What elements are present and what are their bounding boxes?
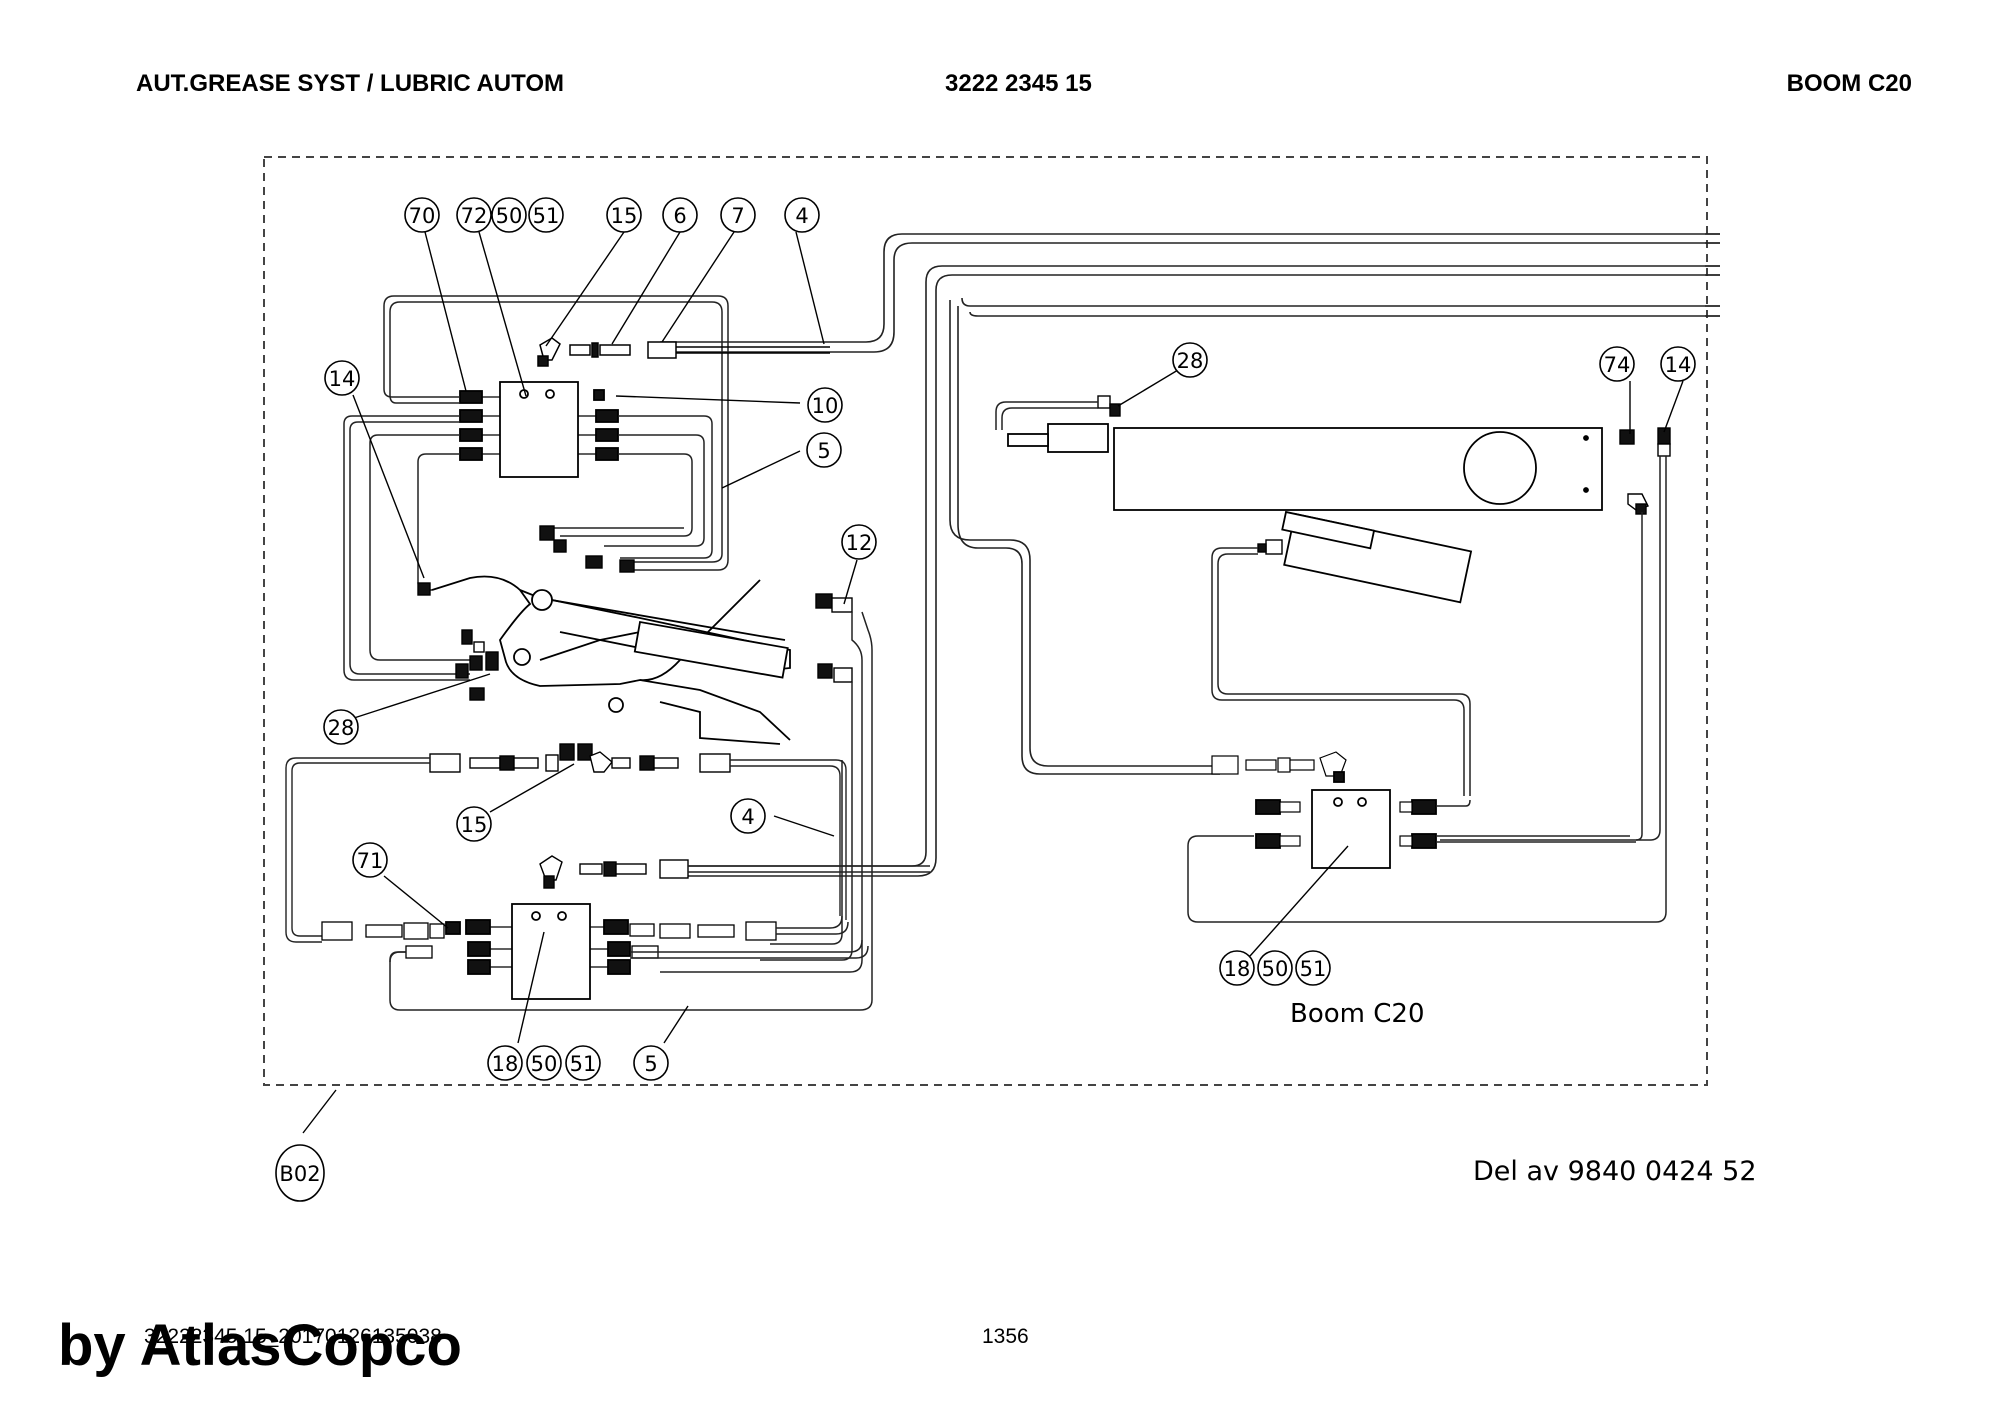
callout-14-left-label: 14 bbox=[329, 367, 356, 391]
callout-28-left-label: 28 bbox=[328, 716, 355, 740]
callout-71 bbox=[352, 842, 388, 878]
callout-70-label: 70 bbox=[409, 204, 436, 228]
document-code: 32222345 15_20170126135038 bbox=[144, 1325, 442, 1348]
callout-51-right-label: 51 bbox=[1300, 957, 1327, 981]
boom-beam bbox=[1007, 423, 1603, 604]
callout-14-right-label: 14 bbox=[1665, 353, 1692, 377]
callout-18-right-label: 18 bbox=[1224, 957, 1251, 981]
callout-5-top bbox=[806, 432, 842, 468]
callout-7 bbox=[720, 197, 756, 233]
callout-71-label: 71 bbox=[357, 849, 384, 873]
callout-10 bbox=[807, 387, 843, 423]
callout-74-label: 74 bbox=[1604, 353, 1631, 377]
callout-50-top-label: 50 bbox=[496, 204, 523, 228]
callout-28-right-label: 28 bbox=[1177, 349, 1204, 373]
document-title: AUT.GREASE SYST / LUBRIC AUTOM bbox=[136, 70, 565, 97]
callout-51-right bbox=[1295, 950, 1331, 986]
page-number: 1356 bbox=[982, 1325, 1029, 1348]
callout-12 bbox=[841, 524, 877, 560]
callout-4-mid-label: 4 bbox=[741, 805, 754, 829]
callout-50-right bbox=[1257, 950, 1293, 986]
callout-15-mid bbox=[456, 806, 492, 842]
callout-6-label: 6 bbox=[673, 204, 686, 228]
callout-12-label: 12 bbox=[846, 531, 873, 555]
callout-72-label: 72 bbox=[461, 204, 488, 228]
callout-28-right bbox=[1172, 342, 1208, 378]
hoses-block-top bbox=[343, 295, 729, 681]
callout-18-bottom bbox=[487, 1045, 523, 1081]
callout-7-label: 7 bbox=[731, 204, 744, 228]
fittings-left-cluster bbox=[417, 525, 853, 701]
hose-bundle bbox=[660, 233, 1720, 877]
callout-B02-label: B02 bbox=[279, 1162, 320, 1186]
callout-4-mid bbox=[730, 798, 766, 834]
callout-70 bbox=[404, 197, 440, 233]
callout-B02 bbox=[275, 1144, 325, 1202]
callout-15-top-label: 15 bbox=[611, 204, 638, 228]
callout-18-bottom-label: 18 bbox=[492, 1052, 519, 1076]
callout-4-top-label: 4 bbox=[795, 204, 808, 228]
distributor-block-bottom bbox=[321, 903, 869, 1000]
callout-6 bbox=[662, 197, 698, 233]
callout-51-bottom-label: 51 bbox=[570, 1052, 597, 1076]
brand-watermark: by AtlasCopco bbox=[58, 1313, 462, 1378]
distributor-block-right bbox=[1211, 751, 1636, 869]
callout-51-top-label: 51 bbox=[533, 204, 560, 228]
fittings-lower-row bbox=[539, 855, 930, 889]
callout-74 bbox=[1599, 346, 1635, 382]
callout-15-top bbox=[606, 197, 642, 233]
part-number: 3222 2345 15 bbox=[945, 70, 1092, 97]
part-of-reference: Del av 9840 0424 52 bbox=[1473, 1156, 1757, 1187]
callout-50-top bbox=[491, 197, 527, 233]
leader-lines bbox=[302, 231, 1684, 1134]
distributor-block-top bbox=[459, 381, 619, 478]
callout-5-top-label: 5 bbox=[817, 439, 830, 463]
callout-72 bbox=[456, 197, 492, 233]
callout-50-bottom-label: 50 bbox=[531, 1052, 558, 1076]
fittings-top-row bbox=[537, 337, 830, 367]
fittings-right-top bbox=[995, 395, 1671, 923]
callout-14-left bbox=[324, 360, 360, 396]
callout-50-right-label: 50 bbox=[1262, 957, 1289, 981]
callout-14-right bbox=[1660, 346, 1696, 382]
fittings-middle-row bbox=[285, 743, 847, 943]
callout-18-right bbox=[1219, 950, 1255, 986]
boundary-frame bbox=[263, 156, 1708, 1086]
callout-51-bottom bbox=[565, 1045, 601, 1081]
callout-4-top bbox=[784, 197, 820, 233]
callout-51-top bbox=[528, 197, 564, 233]
callout-5-bottom bbox=[633, 1045, 669, 1081]
boom-linkage bbox=[431, 575, 791, 745]
callout-15-mid-label: 15 bbox=[461, 813, 488, 837]
boom-label: Boom C20 bbox=[1290, 999, 1424, 1029]
callout-10-label: 10 bbox=[812, 394, 839, 418]
callout-labels: 70 72 50 51 15 6 7 4 14 10 5 12 28 15 4 … bbox=[279, 204, 1691, 1186]
callout-50-bottom bbox=[526, 1045, 562, 1081]
callout-circles bbox=[275, 197, 1696, 1202]
callout-28-left bbox=[323, 709, 359, 745]
callout-5-bottom-label: 5 bbox=[644, 1052, 657, 1076]
section-label: BOOM C20 bbox=[1786, 70, 1912, 97]
